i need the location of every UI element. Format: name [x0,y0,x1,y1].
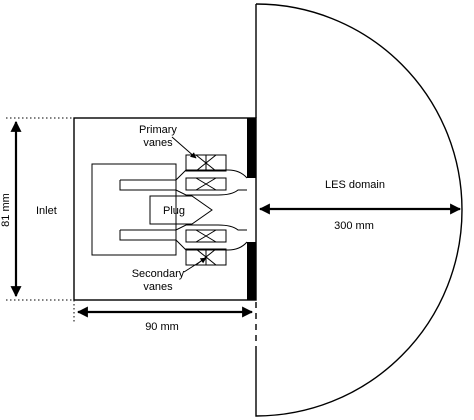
vane-block-bottom-inner [185,229,227,243]
label-line: Primary [139,124,177,136]
vane-block-top-inner [185,177,227,191]
dim-radius-label: 300 mm [334,220,374,232]
plug-label: Plug [163,205,185,217]
dim-length-label: 90 mm [145,321,179,333]
vane-block-top-inner-hatch [195,177,217,191]
les-domain-label: LES domain [325,179,385,191]
secondary-vanes-leader [183,257,207,273]
primary-vanes-top-hatch [195,154,217,172]
label-line: vanes [143,281,173,293]
dim-height-label: 81 mm [0,193,12,227]
primary-vanes-leader [171,136,197,159]
label-line: vanes [143,137,173,149]
exit-wall-block-top [247,118,256,178]
les-domain-boundary [255,3,463,417]
lower-passage [119,224,248,251]
label-line: Secondary [132,268,185,280]
inlet-label: Inlet [36,205,57,217]
plenum-box [73,117,257,301]
plug-body [149,195,213,225]
upper-passage [119,169,248,196]
injector-body [91,163,177,256]
exit-wall-block-bottom [247,242,256,300]
vane-block-bottom-inner-hatch [195,229,217,243]
